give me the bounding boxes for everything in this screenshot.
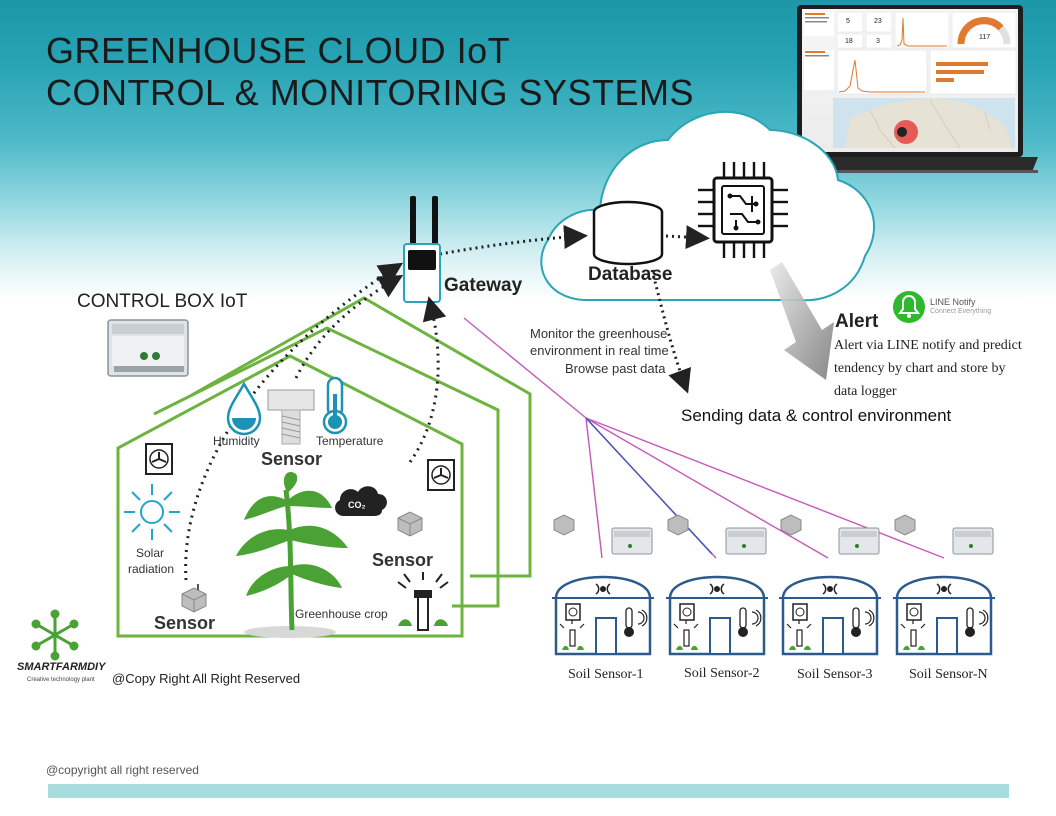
title-line-2: CONTROL & MONITORING SYSTEMS (46, 72, 695, 113)
monitor-line-3: Browse past data (565, 361, 666, 376)
database-icon (592, 200, 664, 266)
alert-text-line-3: data logger (834, 384, 897, 399)
flow-database-to-sending (650, 269, 691, 394)
greenhouse-structure (116, 296, 532, 638)
copyright-footer: @copyright all right reserved (46, 763, 199, 777)
solar-label-line-1: Solar (136, 546, 165, 560)
laptop-kpi-4: 3 (876, 38, 880, 45)
smartfarmdiy-logo-icon (31, 609, 79, 661)
monitor-line-2: environment in real time (530, 343, 669, 358)
line-notify-tagline: Connect Everything (930, 308, 992, 315)
laptop-kpi-1: 5 (846, 18, 850, 25)
brand-name: SMARTFARMDIY (17, 661, 106, 673)
control-box-label: CONTROL BOX IoT (77, 291, 248, 312)
temperature-thermometer-icon (322, 376, 348, 435)
fan-icon (145, 443, 173, 475)
copyright-main: @Copy Right All Right Reserved (112, 671, 301, 686)
sensor-label-left: Sensor (154, 613, 216, 633)
gateway-device (403, 196, 441, 303)
soil-sensor-label-2: Soil Sensor-2 (684, 666, 760, 681)
monitor-line-1: Monitor the greenhouse (530, 326, 668, 341)
alert-heading: Alert (835, 311, 879, 332)
laptop-gauge-value: 117 (979, 34, 991, 41)
line-notify-name: LINE Notify (930, 297, 976, 307)
footer-bar (48, 784, 1009, 798)
page-title: GREENHOUSE CLOUD IoT CONTROL & MONITORIN… (46, 30, 694, 114)
solar-label-line-2: radiation (128, 562, 175, 576)
soil-sensor-link-blue (585, 417, 713, 555)
crop-label: Greenhouse crop (295, 607, 388, 621)
sensor-node-icon-right (397, 511, 423, 537)
soil-sensor-house-1 (552, 514, 654, 656)
flow-db-to-chip (665, 225, 710, 250)
soil-sensor-label-1: Soil Sensor-1 (568, 667, 644, 682)
sensor-node-icon (181, 584, 207, 613)
greenhouse-crop-plant-icon (236, 471, 348, 638)
laptop-kpi-3: 18 (845, 38, 853, 45)
sensor-probe-icon (267, 389, 315, 445)
control-box-device (107, 319, 189, 377)
sensor-label-right: Sensor (372, 550, 434, 570)
brand-tagline: Creative technology plant (27, 677, 95, 683)
alert-arrow (770, 262, 834, 380)
fan-icon-right (427, 459, 455, 491)
soil-sensor-label-n: Soil Sensor-N (909, 667, 988, 682)
co2-cloud-icon (335, 486, 387, 516)
alert-text-line-2: tendency by chart and store by (834, 361, 1006, 376)
line-notify-bell-icon (893, 291, 925, 323)
humidity-label: Humidity (213, 434, 260, 448)
gateway-label: Gateway (444, 275, 523, 296)
sensor-label-top: Sensor (261, 449, 323, 469)
soil-sensor-house-3 (779, 514, 881, 656)
sprinkler-icon (397, 572, 449, 631)
humidity-drop-icon (226, 381, 262, 436)
laptop-kpi-2: 23 (874, 18, 882, 25)
co2-label: CO₂ (348, 500, 366, 510)
soil-sensor-house-4 (893, 514, 995, 656)
laptop-dashboard (780, 5, 1038, 173)
processor-chip-icon (698, 162, 788, 258)
soil-sensor-house-2 (666, 514, 768, 656)
database-label: Database (588, 264, 673, 285)
title-line-1: GREENHOUSE CLOUD IoT (46, 30, 511, 71)
sending-data-label: Sending data & control environment (681, 406, 952, 425)
soil-sensor-label-3: Soil Sensor-3 (797, 667, 873, 682)
solar-radiation-sun-icon (124, 484, 180, 540)
alert-text-line-1: Alert via LINE notify and predict (834, 338, 1022, 353)
temperature-label: Temperature (316, 434, 384, 448)
